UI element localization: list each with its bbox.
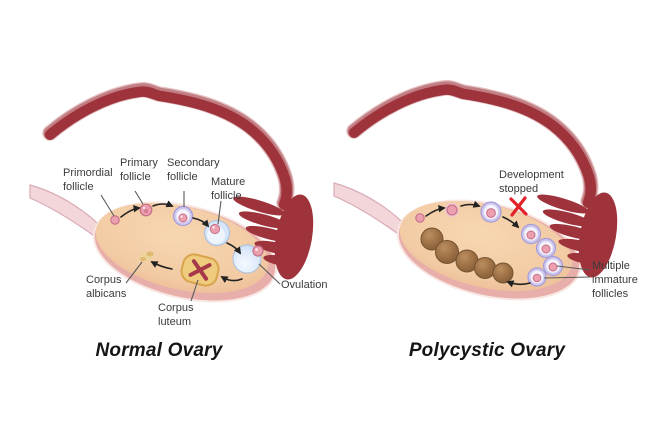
- label-development-stopped: Development stopped: [499, 169, 564, 195]
- label-multiple-immature-follicles: Multiple immature follicles: [592, 260, 638, 300]
- label-secondary-follicle: Secondary follicle: [167, 157, 220, 183]
- normal-ovary-contents: [110, 200, 264, 287]
- pco-arrows: [425, 200, 531, 288]
- label-primordial-follicle: Primordial follicle: [63, 167, 113, 193]
- label-ovulation: Ovulation: [281, 279, 328, 291]
- title-normal-ovary: Normal Ovary: [95, 340, 223, 361]
- primary-follicle-shape: [139, 203, 153, 217]
- stop-x-mark: [509, 196, 528, 217]
- label-corpus-albicans: Corpus albicans: [86, 274, 127, 300]
- pco-secondary-follicle: [480, 201, 502, 223]
- polycystic-ovary-contents: [415, 196, 564, 288]
- label-corpus-luteum: Corpus luteum: [158, 302, 194, 328]
- pco-primary-follicle: [445, 203, 459, 217]
- cystic-follicles: [520, 223, 564, 287]
- immature-follicles: [420, 227, 514, 284]
- normal-ovary-anatomy: [30, 90, 319, 318]
- corpus-albicans-shape: [139, 251, 154, 262]
- label-primary-follicle: Primary follicle: [120, 157, 158, 183]
- polycystic-ovary-anatomy: [334, 88, 623, 316]
- cycle-arrows: [120, 200, 243, 283]
- leader-lines: [100, 190, 591, 302]
- mature-follicle-shape: [203, 219, 231, 247]
- secondary-follicle-shape: [172, 205, 194, 227]
- label-mature-follicle: Mature follicle: [211, 176, 246, 202]
- primordial-follicle-shape: [110, 215, 120, 225]
- title-polycystic-ovary: Polycystic Ovary: [408, 340, 566, 361]
- pco-primordial-follicle: [415, 213, 425, 223]
